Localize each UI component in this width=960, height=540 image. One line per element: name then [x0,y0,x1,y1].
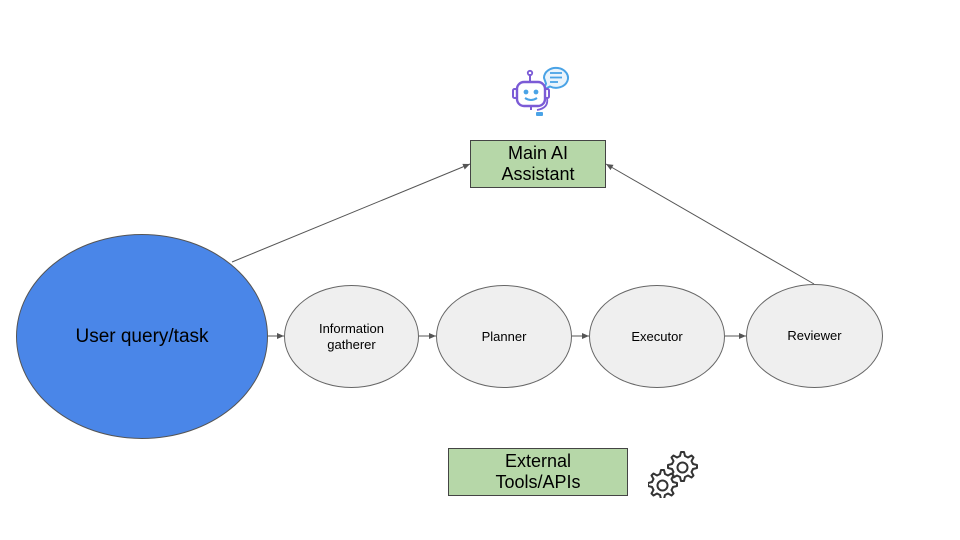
robot-assistant-icon [512,66,569,116]
stage-executor: Executor [589,285,725,388]
gears-icon [648,451,698,498]
main-ai-assistant-box: Main AI Assistant [470,140,606,188]
stage-reviewer: Reviewer [746,284,883,388]
external-tools-box: External Tools/APIs [448,448,628,496]
stage-information-gatherer: Information gatherer [284,285,419,388]
arrow-reviewer-to-main [605,163,815,285]
user-query-node: User query/task [16,234,268,439]
arrow-user-to-main [231,163,471,263]
stage-planner: Planner [436,285,572,388]
